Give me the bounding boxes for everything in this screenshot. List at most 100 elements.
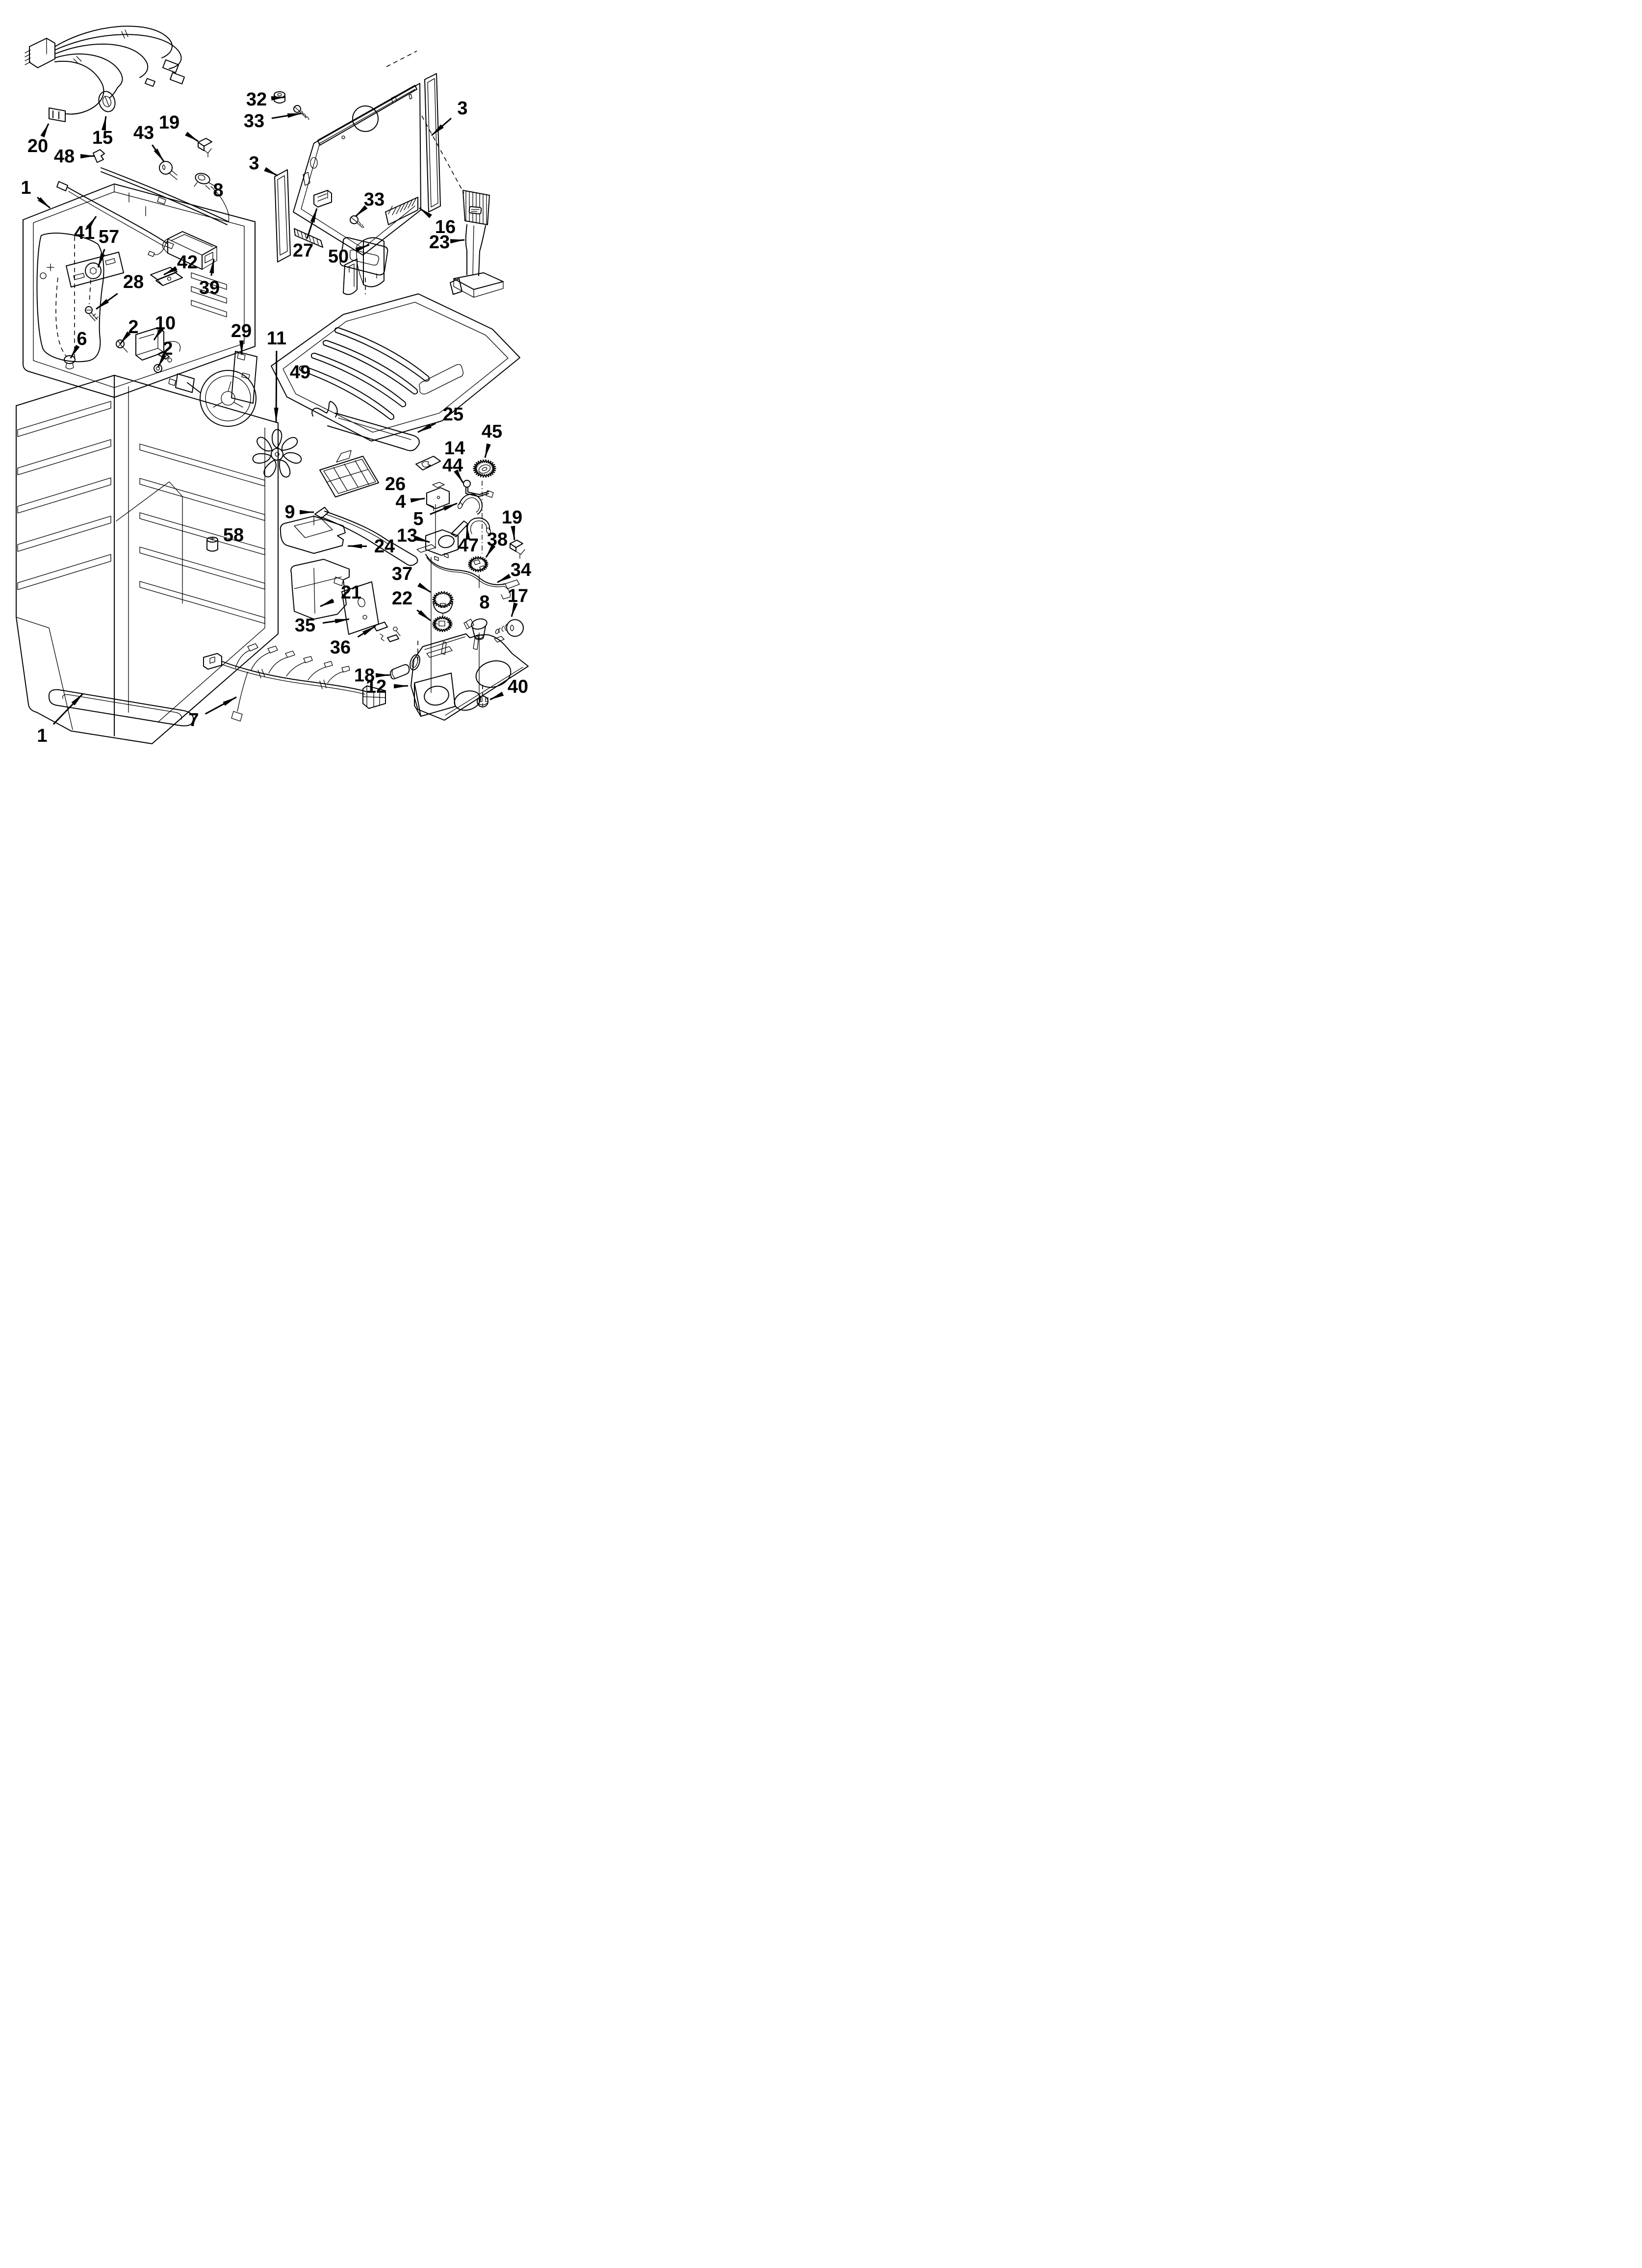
callout-arrow-44	[454, 469, 464, 483]
callout-6-12: 6	[70, 329, 87, 359]
callout-arrow-10	[153, 327, 164, 340]
part-number-14: 14	[444, 438, 465, 459]
part-number-9: 9	[284, 502, 295, 522]
callout-18-49: 18	[354, 665, 390, 686]
callout-arrow-2	[119, 331, 131, 344]
callout-58-54: 58	[223, 525, 244, 546]
callout-arrow-6	[70, 344, 80, 359]
part-number-15: 15	[92, 128, 113, 148]
callout-47-38: 47	[458, 525, 479, 556]
push-nut-40	[477, 696, 488, 707]
part-number-2: 2	[128, 317, 138, 338]
part-number-1: 1	[37, 726, 47, 746]
part-number-48: 48	[54, 146, 75, 167]
part-number-37: 37	[392, 564, 412, 584]
part-number-26: 26	[385, 474, 406, 495]
callout-43-3: 43	[133, 123, 165, 162]
callout-33-23: 33	[355, 189, 385, 217]
callout-24-37: 24	[347, 536, 395, 557]
part-number-19: 19	[502, 507, 522, 528]
callout-arrow-35	[322, 618, 350, 624]
part-number-25: 25	[443, 404, 463, 425]
callout-5-34: 5	[413, 502, 458, 529]
callout-40-51: 40	[489, 677, 528, 701]
wiring-harness-7	[203, 643, 386, 722]
callout-2-13: 2	[119, 317, 139, 344]
part-number-41: 41	[74, 223, 95, 243]
lamp-socket-15	[98, 87, 118, 112]
callout-21-42: 21	[320, 582, 361, 607]
part-number-44: 44	[442, 455, 463, 476]
part-number-20: 20	[27, 136, 48, 156]
freezer-liner	[23, 183, 256, 398]
air-duct-24	[280, 516, 346, 554]
funnel-39	[162, 231, 217, 270]
latch-27	[313, 190, 332, 208]
callout-48-1: 48	[54, 146, 95, 167]
pin-44	[463, 480, 494, 498]
callout-arrow-27	[306, 208, 318, 239]
screw-33-panel	[350, 215, 364, 228]
screw-33-top	[293, 105, 309, 120]
part-number-36: 36	[330, 637, 351, 658]
callout-arrow-15	[101, 116, 107, 131]
lamp-holder-18	[390, 664, 410, 679]
callout-57-8: 57	[97, 227, 119, 268]
callout-49-18: 49	[290, 362, 310, 383]
callout-20-0: 20	[27, 123, 50, 156]
vent-grille-26	[319, 450, 379, 497]
callout-arrow-57	[97, 249, 105, 268]
part-number-27: 27	[293, 240, 313, 261]
part-number-19: 19	[159, 112, 180, 133]
fan-blade-11	[251, 429, 303, 479]
callout-25-28: 25	[417, 404, 463, 433]
part-number-3: 3	[457, 98, 467, 119]
callout-37-43: 37	[392, 564, 431, 593]
callout-arrow-32	[271, 96, 286, 101]
callout-arrow-1	[52, 693, 84, 725]
callout-arrow-45	[484, 443, 491, 458]
defrost-wire-41	[56, 181, 174, 257]
part-number-34: 34	[511, 560, 531, 580]
assembly-axes	[417, 481, 483, 706]
callout-arrow-13	[415, 536, 430, 543]
callout-3-21: 3	[431, 98, 468, 136]
callout-16-25: 16	[419, 207, 456, 237]
callout-1-6: 1	[21, 178, 51, 209]
bulb-socket-8-top	[194, 173, 214, 190]
callout-42-10: 42	[163, 252, 198, 276]
tube-5	[458, 494, 483, 515]
part-number-12: 12	[366, 677, 386, 697]
part-number-6: 6	[77, 329, 87, 349]
part-number-33: 33	[244, 111, 264, 131]
cap-58	[206, 537, 218, 552]
callout-1-53: 1	[37, 693, 84, 746]
callout-arrow-2	[157, 354, 167, 368]
callout-50-26: 50	[328, 244, 370, 267]
callout-19-4: 19	[159, 112, 199, 142]
callout-10-14: 10	[153, 313, 176, 340]
callout-44-31: 44	[442, 455, 464, 483]
callout-arrow-33	[271, 112, 302, 119]
callout-arrow-42	[163, 266, 178, 276]
callout-arrow-19	[511, 525, 515, 541]
part-number-38: 38	[487, 529, 508, 550]
part-number-3: 3	[249, 153, 259, 174]
clips-36	[373, 622, 401, 642]
callout-arrow-17	[511, 602, 518, 617]
control-housing-12	[410, 633, 529, 721]
part-number-33: 33	[364, 189, 385, 210]
tower-23	[450, 190, 504, 298]
callout-36-48: 36	[330, 625, 376, 658]
clip-48	[93, 149, 105, 163]
callout-arrow-7	[205, 696, 237, 715]
callout-arrow-3	[264, 167, 278, 177]
defrost-thermostat-4	[426, 482, 450, 549]
callout-arrow-16	[419, 207, 433, 218]
callout-8-46: 8	[479, 592, 489, 613]
fresh-food-liner	[16, 375, 279, 744]
callout-17-45: 17	[508, 586, 528, 617]
callout-arrow-5	[430, 502, 458, 515]
part-number-29: 29	[231, 321, 252, 341]
callout-38-40: 38	[485, 529, 508, 558]
